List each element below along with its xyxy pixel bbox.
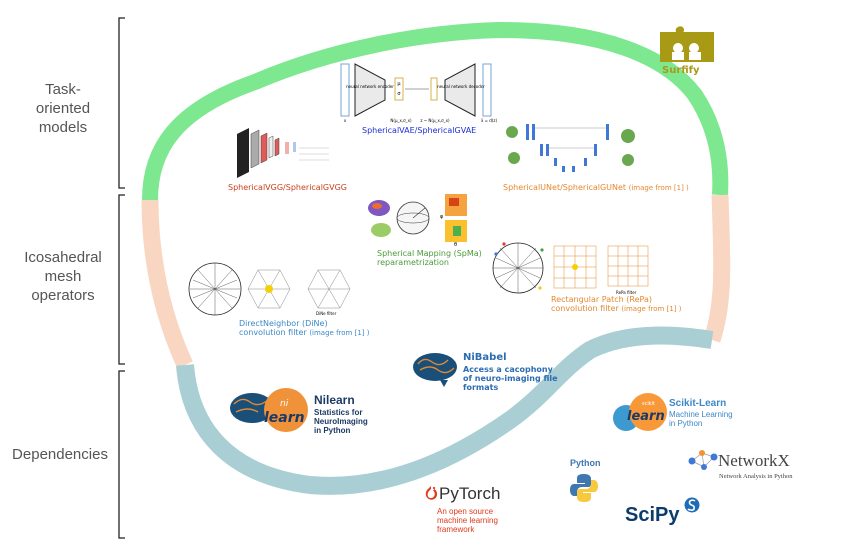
dine-diagram: DiNe filter — [188, 262, 351, 316]
surfify-puzzle-icon — [660, 26, 714, 62]
band-mesh-operators-left — [141, 199, 193, 369]
vae-sigma-label: σ — [397, 91, 401, 97]
vae-diagram: neural network encoder μ σ neural networ… — [340, 63, 497, 123]
unet-caption: SphericalUNet/SphericalGUNet (image from… — [503, 183, 689, 192]
nibabel-description: Access a cacophony of neuro-imaging file… — [463, 365, 558, 392]
repa-diagram: RePa filter — [492, 242, 649, 295]
python-title: Python — [570, 458, 601, 468]
dine-caption: DirectNeighbor (DiNe) convolution filter… — [239, 319, 370, 337]
sklearn-logo: scikit learn — [613, 393, 667, 431]
scipy-logo-icon — [684, 497, 700, 513]
vae-mid-right-label: z ~ N(μ_x,σ_x) — [420, 118, 450, 123]
vae-mid-left-label: N(μ_x,σ_x) — [390, 118, 412, 123]
repa-caption: Rectangular Patch (RePa) convolution fil… — [551, 295, 682, 313]
nilearn-logo: ni learn — [230, 388, 308, 432]
pytorch-title: PyTorch — [439, 484, 501, 503]
vae-decoder-label: neural network decoder — [437, 84, 485, 89]
spma-theta-label: θ — [454, 242, 457, 247]
repa-filter-label: RePa filter — [616, 290, 637, 295]
nibabel-title: NiBabel — [463, 352, 507, 363]
vae-x-label: x — [344, 118, 347, 123]
nibabel-brain-icon — [413, 353, 457, 387]
networkx-description: Network Analysis in Python — [719, 473, 793, 480]
sklearn-logo-scikit: scikit — [642, 401, 655, 407]
vgg-caption: SphericalVGG/SphericalGVGG — [228, 183, 348, 192]
spma-phi-label: φ — [440, 214, 444, 220]
dine-filter-label: DiNe filter — [316, 311, 337, 316]
category-task-models: Task- oriented models — [35, 81, 91, 136]
pytorch-flame-icon — [425, 486, 438, 500]
sklearn-description: Machine Learning in Python — [669, 410, 733, 428]
scipy-title: SciPy — [625, 504, 680, 526]
sklearn-title: Scikit-Learn — [669, 398, 727, 409]
spma-caption: Spherical Mapping (SpMa) reparametrizati… — [377, 249, 482, 267]
networkx-graph-icon — [688, 450, 718, 470]
pytorch-description: An open source machine learning framewor… — [437, 507, 498, 534]
category-brackets — [118, 17, 125, 539]
band-dependencies — [176, 326, 714, 495]
vae-encoder-label: neural network encoder — [346, 84, 394, 89]
spma-diagram: φ θ — [368, 194, 467, 247]
surfify-logo-text: Surfify — [662, 65, 700, 76]
nilearn-logo-learn: learn — [264, 410, 305, 426]
nilearn-description: Statistics for NeuroImaging in Python — [314, 408, 368, 435]
vae-mu-label: μ — [397, 81, 401, 87]
vae-xhat-label: x̂ = d(z) — [481, 118, 497, 123]
vgg-network-image — [237, 128, 329, 178]
vae-caption: SphericalVAE/SphericalGVAE — [362, 126, 477, 135]
python-logo-icon — [570, 474, 598, 502]
sklearn-logo-learn: learn — [627, 409, 665, 424]
band-mesh-operators-right — [703, 194, 731, 343]
band-task-models — [142, 21, 729, 201]
category-mesh-operators: Icosahedral mesh operators — [24, 249, 102, 304]
nilearn-title: Nilearn — [314, 393, 355, 407]
nilearn-logo-ni: ni — [280, 399, 289, 409]
category-dependencies: Dependencies — [12, 446, 108, 463]
networkx-title: NetworkX — [718, 451, 790, 470]
unet-architecture-image — [506, 124, 635, 172]
